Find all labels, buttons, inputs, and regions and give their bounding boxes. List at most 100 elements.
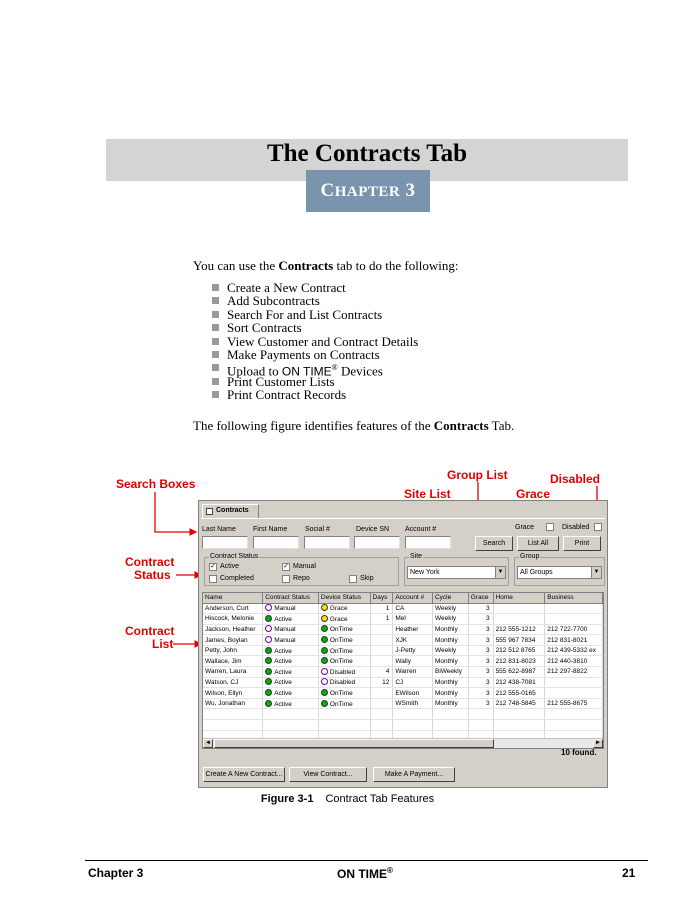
status-ok-icon — [265, 614, 273, 622]
cell-days: 1 — [370, 603, 394, 615]
cell-text: 3 — [485, 615, 490, 623]
cell-business: 212 722-7700 — [544, 624, 603, 636]
chapter-initial: C — [320, 180, 335, 201]
cell-grace: 3 — [468, 666, 494, 678]
column-header[interactable]: Days — [370, 593, 394, 604]
tab-contracts[interactable]: Contracts — [202, 504, 259, 518]
cell-home: 555 622-8987 — [493, 666, 546, 678]
cell-home: 212 748-5845 — [493, 698, 546, 710]
callout-grace: Grace — [516, 487, 551, 501]
cell-cycle: Monthly — [432, 687, 469, 699]
column-header[interactable]: Contract Status — [262, 593, 319, 604]
cell-text: Heather — [395, 625, 419, 633]
empty-cell — [318, 719, 371, 731]
column-header[interactable]: Cycle — [432, 593, 469, 604]
cell-text: 212 722-7700 — [547, 625, 588, 633]
footer-chapter: Chapter 3 — [88, 866, 144, 880]
empty-cell — [544, 708, 603, 721]
last-name-input[interactable] — [202, 536, 248, 549]
view-contract-button[interactable]: View Contract... — [289, 767, 367, 782]
clock-icon — [320, 667, 328, 675]
cell-days: 12 — [370, 677, 394, 689]
horizontal-scrollbar[interactable]: ◄ ► — [203, 738, 603, 748]
cell-text: 212 439-5332 ex — [547, 647, 596, 655]
cell-text: 212 748-5845 — [495, 700, 536, 708]
active-checkbox[interactable]: ✓ — [209, 563, 217, 571]
feature-list: Create a New Contract Add Subcontracts S… — [212, 281, 418, 402]
cell-account: EWilson — [392, 687, 433, 699]
column-header[interactable]: Account # — [392, 593, 433, 604]
chapter-word: HAPTER — [334, 184, 401, 200]
cell-text: Mel — [395, 615, 406, 623]
disabled-checkbox[interactable] — [594, 523, 602, 531]
repo-checkbox[interactable] — [282, 575, 290, 583]
cell-text: Monthly — [434, 678, 458, 686]
scroll-left-icon[interactable]: ◄ — [203, 739, 213, 748]
cell-dstatus: Disabled — [318, 666, 371, 678]
status-ok-icon — [265, 699, 273, 707]
chevron-down-icon[interactable]: ▼ — [495, 567, 505, 578]
status-ok-icon — [265, 689, 273, 697]
label-manual: Manual — [293, 563, 316, 570]
cell-text: Active — [274, 668, 292, 676]
cell-account: WSmith — [392, 698, 433, 710]
cell-text: Petty, John — [205, 647, 238, 655]
skip-checkbox[interactable] — [349, 575, 357, 583]
account-input[interactable] — [405, 536, 451, 549]
cell-text: 212 440-3810 — [547, 657, 588, 665]
completed-checkbox[interactable] — [209, 575, 217, 583]
column-header[interactable]: Grace — [468, 593, 494, 604]
scroll-thumb[interactable] — [214, 739, 494, 748]
cell-account: Wally — [392, 655, 433, 668]
label-account: Account # — [405, 526, 437, 533]
callout-disabled: Disabled — [550, 472, 601, 486]
column-header[interactable]: Device Status — [318, 593, 371, 604]
cell-cstatus: Active — [262, 655, 319, 668]
cell-text: OnTime — [329, 637, 353, 645]
scroll-right-icon[interactable]: ► — [593, 739, 603, 748]
first-name-input[interactable] — [253, 536, 299, 549]
group-select[interactable]: All Groups▼ — [517, 566, 602, 579]
empty-cell — [262, 719, 319, 731]
cell-home: 212 555-0165 — [493, 687, 546, 699]
create-contract-button[interactable]: Create A New Contract... — [203, 767, 285, 782]
registered-mark: ® — [331, 363, 338, 373]
cell-home: 555 967 7834 — [493, 634, 546, 646]
column-header[interactable]: Home — [493, 593, 546, 604]
search-button[interactable]: Search — [475, 536, 513, 551]
cell-text: Jackson, Heather — [205, 625, 256, 633]
column-header[interactable]: Name — [203, 593, 264, 604]
chevron-down-icon[interactable]: ▼ — [591, 567, 601, 578]
cell-business: 212 439-5332 ex — [544, 645, 603, 657]
print-button[interactable]: Print — [563, 536, 601, 551]
cell-text: 212 512 8765 — [495, 647, 536, 655]
cell-text: Manual — [274, 605, 296, 613]
list-item: View Customer and Contract Details — [212, 334, 418, 348]
cell-name: Wallace, Jim — [203, 655, 264, 668]
cell-text: Hiscock, Melonie — [205, 615, 255, 623]
cell-text: Monthly — [434, 657, 458, 665]
cell-text: Wu, Jonathan — [205, 700, 245, 708]
cell-text: Monthly — [434, 636, 458, 644]
clock-icon — [265, 625, 273, 633]
social-input[interactable] — [304, 536, 350, 549]
site-select[interactable]: New York▼ — [407, 566, 506, 579]
intro-text: You can use the Contracts tab to do the … — [193, 258, 459, 274]
column-header[interactable]: Business — [544, 593, 603, 604]
manual-checkbox[interactable]: ✓ — [282, 563, 290, 571]
cell-text: J-Petty — [395, 647, 416, 655]
make-payment-button[interactable]: Make A Payment... — [373, 767, 455, 782]
list-all-button[interactable]: List All — [517, 536, 559, 551]
grace-checkbox[interactable] — [546, 523, 554, 531]
device-sn-input[interactable] — [354, 536, 400, 549]
